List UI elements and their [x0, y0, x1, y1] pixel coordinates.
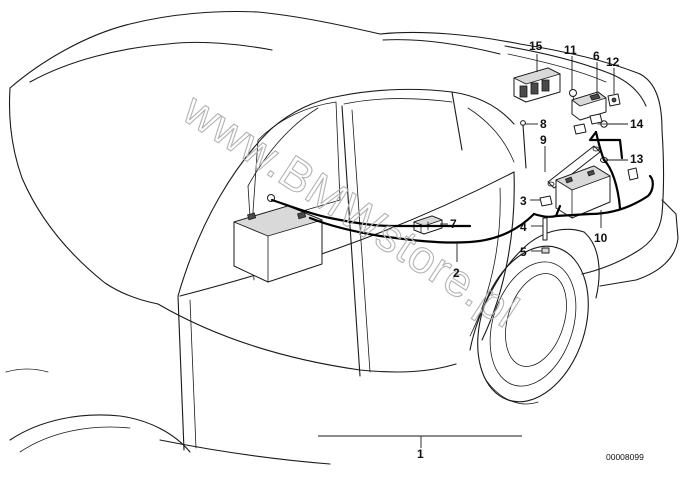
watermark-text: www.BMWstore.pl [174, 82, 529, 338]
callout-6: 6 [593, 49, 600, 63]
callout-1: 1 [417, 447, 424, 461]
part-14-screw [573, 113, 611, 135]
callout-11: 11 [564, 43, 577, 57]
rear-door [251, 88, 515, 377]
callout-7: 7 [450, 217, 457, 231]
part-9-hold-down-strap [547, 145, 601, 189]
callout-8: 8 [540, 117, 547, 131]
rear-battery [555, 165, 611, 219]
callout-3: 3 [520, 194, 527, 208]
car-body-outline [8, 10, 679, 465]
callout-5: 5 [520, 245, 527, 259]
callout-12: 12 [606, 55, 620, 69]
part-11-bolt [569, 89, 577, 103]
callout-2: 2 [453, 266, 460, 280]
part-12-clip [607, 93, 621, 107]
part-8-long-bolt [520, 120, 527, 169]
front-wheel-arch [5, 368, 191, 453]
callout-13: 13 [630, 152, 644, 166]
diagram-reference-code: 00008099 [606, 452, 644, 462]
leader-lines [318, 54, 628, 448]
part-3-clamp [539, 195, 553, 207]
callout-4: 4 [520, 220, 527, 234]
callout-15: 15 [529, 39, 543, 53]
part-4-stud [542, 217, 548, 241]
callout-labels: 1 2 3 4 5 6 7 8 9 10 11 12 13 14 15 [417, 39, 644, 461]
part-6-relay-box [571, 91, 607, 121]
callout-10: 10 [594, 231, 608, 245]
front-battery [233, 194, 323, 283]
part-15-relay-bracket [513, 67, 561, 103]
rear-wheel [469, 228, 600, 405]
callout-9: 9 [540, 133, 547, 147]
callout-14: 14 [630, 117, 644, 131]
part-5-nut [541, 247, 550, 254]
